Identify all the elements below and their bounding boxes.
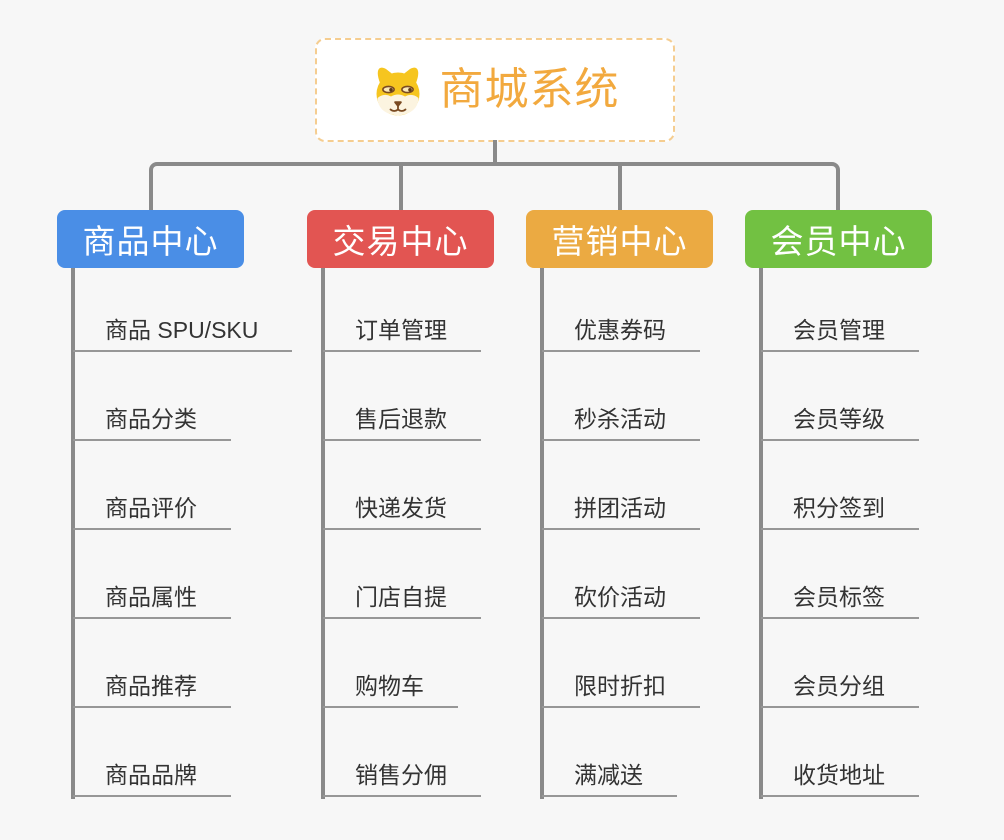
leaf-label: 商品品牌 [73,764,231,797]
connector-drop-marketing [618,164,622,210]
leaf-node[interactable]: 满减送 [542,708,700,797]
leaf-node[interactable]: 商品 SPU/SKU [73,263,293,352]
leaf-node[interactable]: 售后退款 [323,352,481,441]
branch-node-member-center[interactable]: 会员中心 [745,210,932,268]
leaf-label: 限时折扣 [542,675,700,708]
branch-node-trade-center[interactable]: 交易中心 [307,210,494,268]
branch-leaves: 商品 SPU/SKU 商品分类商品评价商品属性商品推荐商品品牌 [73,263,293,797]
leaf-label: 商品分类 [73,408,231,441]
leaf-node[interactable]: 收货地址 [761,708,919,797]
root-node[interactable]: 商城系统 [315,38,675,142]
leaf-label: 快递发货 [323,497,481,530]
leaf-node[interactable]: 秒杀活动 [542,352,700,441]
branch-leaves: 优惠券码秒杀活动拼团活动砍价活动限时折扣满减送 [542,263,700,797]
leaf-node[interactable]: 会员标签 [761,530,919,619]
leaf-label: 会员管理 [761,319,919,352]
leaf-node[interactable]: 砍价活动 [542,530,700,619]
leaf-label: 收货地址 [761,764,919,797]
branch-leaves: 订单管理售后退款快递发货门店自提购物车销售分佣 [323,263,481,797]
leaf-node[interactable]: 商品属性 [73,530,292,619]
leaf-node[interactable]: 会员分组 [761,619,919,708]
branch-node-marketing-center[interactable]: 营销中心 [526,210,713,268]
leaf-label: 秒杀活动 [542,408,700,441]
leaf-label: 订单管理 [323,319,481,352]
leaf-node[interactable]: 商品推荐 [73,619,292,708]
branch-trade-center: 交易中心 订单管理售后退款快递发货门店自提购物车销售分佣 [307,210,597,799]
leaf-label: 会员标签 [761,586,919,619]
leaf-node[interactable]: 快递发货 [323,441,481,530]
leaf-label: 商品属性 [73,586,231,619]
leaf-label: 销售分佣 [323,764,481,797]
leaf-label: 砍价活动 [542,586,700,619]
leaf-node[interactable]: 销售分佣 [323,708,481,797]
dog-face-icon [376,67,419,116]
branch-trunk-line [321,268,325,799]
leaf-label: 会员分组 [761,675,919,708]
leaf-node[interactable]: 会员管理 [761,263,919,352]
leaf-node[interactable]: 限时折扣 [542,619,700,708]
branch-leaves: 会员管理会员等级积分签到会员标签会员分组收货地址 [761,263,919,797]
root-connector-stub [493,140,497,164]
leaf-node[interactable]: 商品评价 [73,441,292,530]
branch-trunk-line [759,268,763,799]
branch-marketing-center: 营销中心 优惠券码秒杀活动拼团活动砍价活动限时折扣满减送 [526,210,816,799]
leaf-node[interactable]: 优惠券码 [542,263,700,352]
leaf-label: 优惠券码 [542,319,700,352]
leaf-label: 拼团活动 [542,497,700,530]
leaf-label: 商品 SPU/SKU [73,319,293,352]
leaf-node[interactable]: 会员等级 [761,352,919,441]
leaf-label: 满减送 [542,764,677,797]
leaf-label: 商品推荐 [73,675,231,708]
leaf-node[interactable]: 商品品牌 [73,708,292,797]
leaf-node[interactable]: 门店自提 [323,530,481,619]
branch-trunk-line [540,268,544,799]
leaf-label: 会员等级 [761,408,919,441]
leaf-node[interactable]: 积分签到 [761,441,919,530]
branch-trunk-line [71,268,75,799]
leaf-label: 商品评价 [73,497,231,530]
leaf-label: 门店自提 [323,586,481,619]
connector-drop-trade [399,164,403,210]
branch-node-product-center[interactable]: 商品中心 [57,210,244,268]
branch-product-center: 商品中心 商品 SPU/SKU 商品分类商品评价商品属性商品推荐商品品牌 [57,210,347,799]
branch-connector-bus [149,162,840,210]
leaf-label: 购物车 [323,675,458,708]
root-title: 商城系统 [439,65,620,114]
leaf-node[interactable]: 订单管理 [323,263,481,352]
leaf-node[interactable]: 拼团活动 [542,441,700,530]
leaf-node[interactable]: 商品分类 [73,352,292,441]
branch-member-center: 会员中心 会员管理会员等级积分签到会员标签会员分组收货地址 [745,210,1004,799]
leaf-label: 售后退款 [323,408,481,441]
leaf-node[interactable]: 购物车 [323,619,481,708]
leaf-label: 积分签到 [761,497,919,530]
